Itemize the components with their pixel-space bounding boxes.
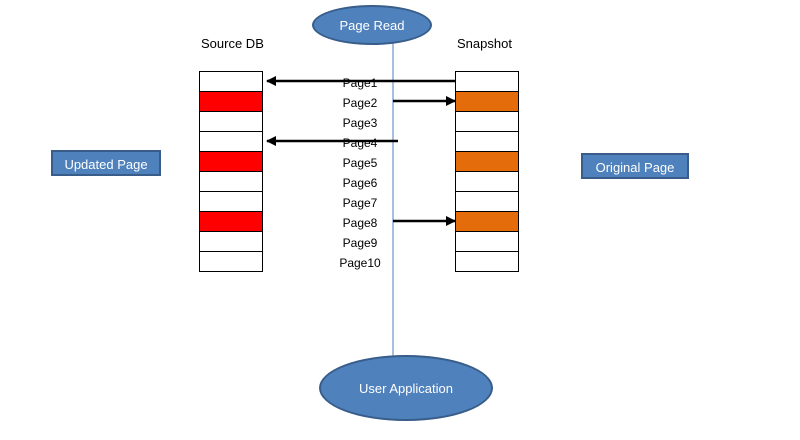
page-label-8: Page8 [342,216,378,230]
source-db-cell-6 [200,172,262,192]
page-read-ellipse: Page Read [312,5,432,45]
snapshot-cell-6 [456,172,518,192]
source-db-cell-5 [200,152,262,172]
snapshot-cell-1 [456,72,518,92]
updated-page-label: Updated Page [64,157,148,172]
page-label-1: Page1 [342,76,378,90]
source-db-cell-10 [200,252,262,272]
page-label-3: Page3 [342,116,378,130]
snapshot-cell-4 [456,132,518,152]
snapshot-cell-10 [456,252,518,272]
user-application-ellipse: User Application [319,355,493,421]
page-label-7: Page7 [342,196,378,210]
updated-page-box: Updated Page [51,150,161,176]
source-db-cell-2 [200,92,262,112]
page-label-4: Page4 [342,136,378,150]
page-label-2: Page2 [342,96,378,110]
source-db-cell-4 [200,132,262,152]
original-page-label: Original Page [595,160,675,175]
snapshot-cell-5 [456,152,518,172]
page-label-9: Page9 [342,236,378,250]
source-db-cell-3 [200,112,262,132]
snapshot-cell-7 [456,192,518,212]
snapshot-cell-8 [456,212,518,232]
source-db-cell-9 [200,232,262,252]
page-label-10: Page10 [339,256,381,270]
source-db-cell-1 [200,72,262,92]
user-application-label: User Application [359,380,453,396]
page-read-label: Page Read [339,17,405,33]
source-db-cell-7 [200,192,262,212]
original-page-box: Original Page [581,153,689,179]
page-label-6: Page6 [342,176,378,190]
source-db-title: Source DB [201,36,264,51]
snapshot-cell-2 [456,92,518,112]
page-label-5: Page5 [342,156,378,170]
source-db-column [199,71,263,272]
source-db-cell-8 [200,212,262,232]
snapshot-cell-9 [456,232,518,252]
snapshot-title: Snapshot [457,36,512,51]
snapshot-cell-3 [456,112,518,132]
snapshot-column [455,71,519,272]
